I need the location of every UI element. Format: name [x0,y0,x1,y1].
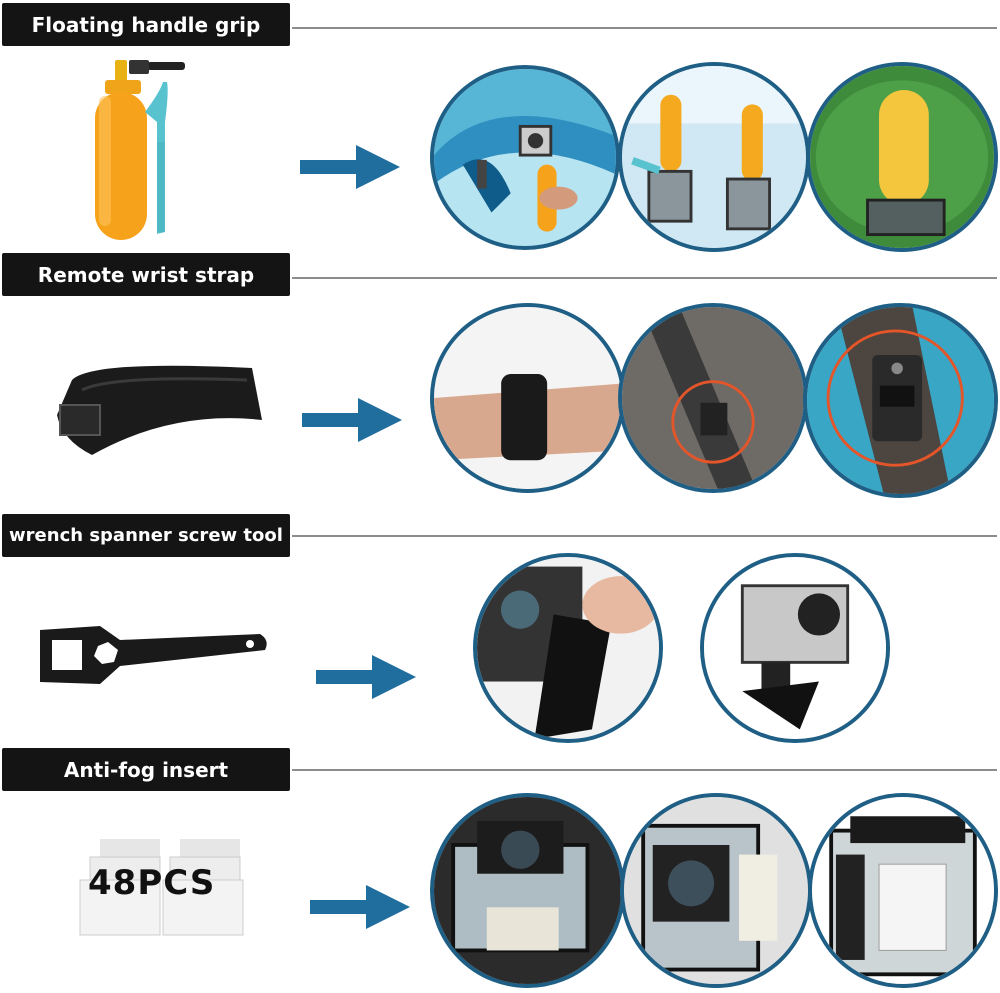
divider [292,769,997,771]
chest-mount-photo [618,303,808,493]
section-label: wrench spanner screw tool [2,514,290,557]
wrench-use-photo [473,553,663,743]
wrench-mount-photo [700,553,890,743]
arrow-right-icon [310,885,410,929]
floating-grip-image [95,60,185,240]
divider [292,277,997,279]
wrist-strap-image [57,365,262,455]
floating-underwater-photo [618,62,810,252]
section-wrench: wrench spanner screw tool [0,505,1000,745]
arrow-right-icon [302,398,402,442]
housing-photo-1 [430,793,625,988]
arrow-right-icon [300,145,400,189]
quantity-badge: 48PCS [88,863,216,903]
surf-photo [430,65,620,250]
housing-photo-3 [808,793,998,988]
housing-photo-2 [620,793,812,988]
section-anti-fog: Anti-fog insert 48PCS [0,745,1000,993]
section-wrist-strap: Remote wrist strap [0,250,1000,505]
section-label: Remote wrist strap [2,253,290,296]
anti-fog-inserts-image [79,839,244,936]
remote-strap-photo [803,303,998,498]
section-label: Anti-fog insert [2,748,290,791]
divider [292,535,997,537]
section-floating-grip: Floating handle grip [0,0,1000,252]
floating-green-water-photo [806,62,998,252]
arrow-right-icon [316,655,416,699]
wrench-image [40,626,267,684]
divider [292,27,997,29]
wrist-photo [430,303,625,493]
section-label: Floating handle grip [2,3,290,46]
